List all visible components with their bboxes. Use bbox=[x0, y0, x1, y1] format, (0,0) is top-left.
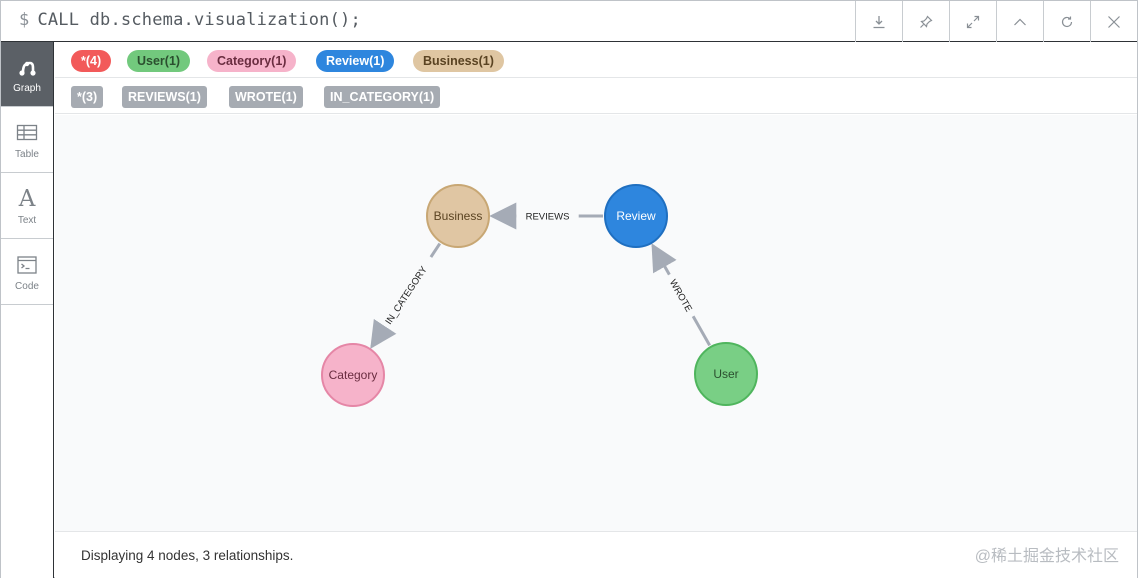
view-sidebar: Graph Table A Text Code bbox=[1, 42, 54, 578]
rel-tag-in-category[interactable]: IN_CATEGORY(1) bbox=[324, 86, 441, 108]
tab-code[interactable]: Code bbox=[1, 240, 53, 305]
relationship-label-reviews: REVIEWS bbox=[526, 212, 570, 223]
prompt-symbol: $ bbox=[19, 10, 30, 30]
relationship-types-bar: *(3) REVIEWS(1) WROTE(1) IN_CATEGORY(1) bbox=[55, 78, 1137, 114]
watermark: @稀土掘金技术社区 bbox=[974, 548, 1119, 565]
tab-text[interactable]: A Text bbox=[1, 174, 53, 239]
query-editor[interactable]: $ CALL db.schema.visualization(); bbox=[19, 10, 361, 30]
relationship-label-wrote: WROTE bbox=[667, 278, 694, 314]
rel-tag-reviews[interactable]: REVIEWS(1) bbox=[122, 86, 207, 108]
collapse-button[interactable] bbox=[996, 1, 1043, 42]
node-labels-bar: *(4) User(1) Category(1) Review(1) Busin… bbox=[55, 42, 1137, 78]
tab-graph-label: Graph bbox=[13, 83, 41, 94]
schema-graph[interactable]: REVIEWS IN_CATEGORY WROTE Business ReviewCat… bbox=[55, 115, 1137, 531]
close-button[interactable] bbox=[1090, 1, 1137, 42]
tab-table-label: Table bbox=[15, 149, 39, 160]
label-pill-user[interactable]: User(1) bbox=[127, 50, 191, 72]
frame-toolbar bbox=[855, 1, 1137, 42]
code-icon bbox=[17, 256, 37, 274]
text-icon: A bbox=[18, 186, 36, 212]
rerun-button[interactable] bbox=[1043, 1, 1090, 42]
status-bar: Displaying 4 nodes, 3 relationships. @稀土… bbox=[55, 531, 1137, 578]
pin-icon bbox=[920, 14, 933, 28]
node-business[interactable] bbox=[426, 184, 490, 248]
rel-tag-wrote[interactable]: WROTE(1) bbox=[229, 86, 303, 108]
label-pill-review[interactable]: Review(1) bbox=[316, 50, 395, 72]
tab-text-label: Text bbox=[17, 215, 37, 226]
tab-code-label: Code bbox=[15, 281, 39, 292]
rerun-icon bbox=[1061, 16, 1073, 27]
relationship-line-in_category[interactable] bbox=[429, 242, 442, 258]
table-icon bbox=[16, 124, 38, 141]
close-icon bbox=[1108, 15, 1120, 28]
node-review[interactable] bbox=[604, 184, 668, 248]
query-header: $ CALL db.schema.visualization(); bbox=[1, 1, 1137, 42]
relationship-arrow-in_category[interactable] bbox=[370, 318, 397, 349]
node-label-review: Review bbox=[616, 209, 656, 223]
node-category[interactable] bbox=[321, 343, 385, 407]
node-label-user: User bbox=[713, 367, 738, 381]
label-pill-business[interactable]: Business(1) bbox=[413, 50, 504, 72]
pin-button[interactable] bbox=[902, 1, 949, 42]
rel-tag-all[interactable]: *(3) bbox=[71, 86, 104, 108]
tab-graph[interactable]: Graph bbox=[1, 42, 53, 107]
tab-table[interactable]: Table bbox=[1, 108, 53, 173]
query-text[interactable]: CALL db.schema.visualization(); bbox=[37, 10, 361, 30]
relationship-label-in_category: IN_CATEGORY bbox=[383, 264, 430, 327]
expand-button[interactable] bbox=[949, 1, 996, 42]
node-label-business: Business bbox=[434, 209, 483, 223]
label-pill-category[interactable]: Category(1) bbox=[207, 50, 297, 72]
download-button[interactable] bbox=[855, 1, 902, 42]
relationship-line-wrote[interactable] bbox=[691, 315, 711, 347]
node-user[interactable] bbox=[694, 342, 758, 406]
label-pill-all[interactable]: *(4) bbox=[71, 50, 112, 72]
collapse-up-icon bbox=[1014, 18, 1026, 25]
node-label-category: Category bbox=[329, 368, 378, 382]
graph-icon bbox=[19, 61, 36, 76]
relationship-arrow-wrote[interactable] bbox=[651, 243, 677, 276]
expand-icon bbox=[966, 15, 980, 28]
status-text: Displaying 4 nodes, 3 relationships. bbox=[81, 548, 294, 563]
download-icon bbox=[873, 15, 885, 28]
